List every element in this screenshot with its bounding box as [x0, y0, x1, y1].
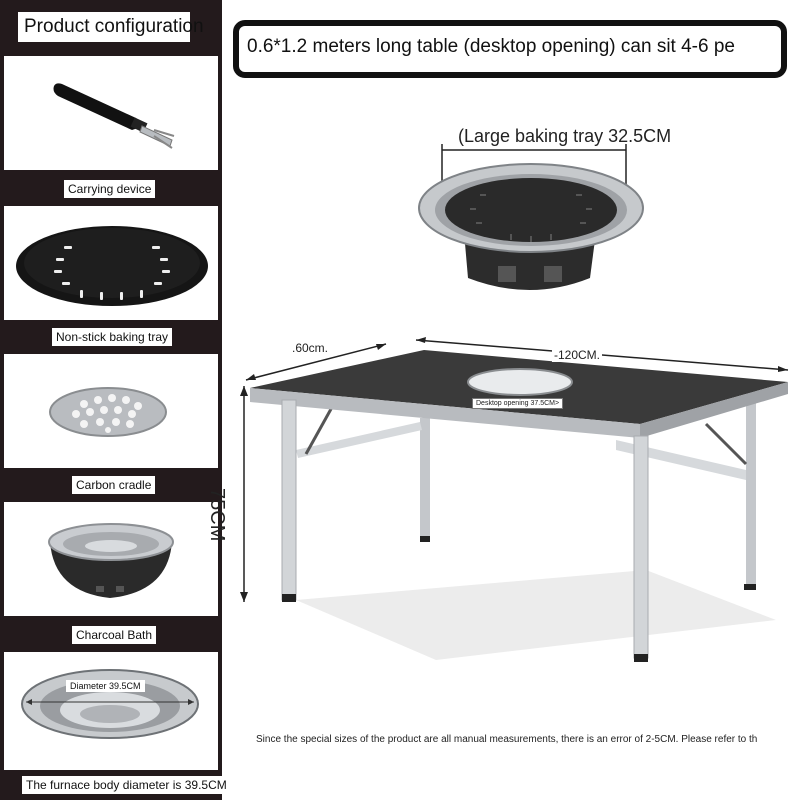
panel-baking-tray: Non-stick baking tray	[4, 206, 218, 346]
desktop-opening-label: Desktop opening 37.5CM>	[472, 398, 564, 409]
charcoal-bath-icon	[48, 523, 174, 598]
sidebar-title: Product configuration	[18, 12, 204, 42]
panel-label: Carbon cradle	[72, 476, 156, 494]
panel-label: Carrying device	[64, 180, 156, 198]
diameter-label: Diameter 39.5CM	[66, 680, 145, 692]
panel-carbon-cradle: Carbon cradle	[4, 354, 218, 494]
panel-label: Non-stick baking tray	[52, 328, 173, 346]
width-label: .60cm.	[290, 341, 331, 355]
headline-text: 0.6*1.2 meters long table (desktop openi…	[247, 36, 735, 57]
folding-table-image	[240, 337, 789, 662]
height-label: 75CM	[206, 488, 228, 542]
carrying-handle-icon	[53, 83, 175, 149]
furnace-body-icon	[21, 669, 199, 739]
tray-size-label: (Large baking tray 32.5CM	[458, 126, 672, 146]
product-configuration-sidebar: Product configuration Carrying device	[0, 0, 231, 800]
baking-tray-icon	[16, 226, 208, 306]
panel-furnace-body: Diameter 39.5CM The furnace body diamete…	[4, 652, 231, 794]
panel-charcoal-bath: Charcoal Bath	[4, 502, 218, 644]
measurement-note: Since the special sizes of the product a…	[256, 734, 758, 745]
panel-carrying-device: Carrying device	[4, 56, 218, 198]
carbon-cradle-icon	[49, 387, 167, 437]
length-label: -120CM.	[552, 348, 603, 362]
panel-label: The furnace body diameter is 39.5CM	[22, 776, 231, 794]
panel-label: Charcoal Bath	[72, 626, 157, 644]
headline-banner: 0.6*1.2 meters long table (desktop openi…	[233, 20, 787, 78]
large-baking-tray-image	[418, 144, 644, 290]
